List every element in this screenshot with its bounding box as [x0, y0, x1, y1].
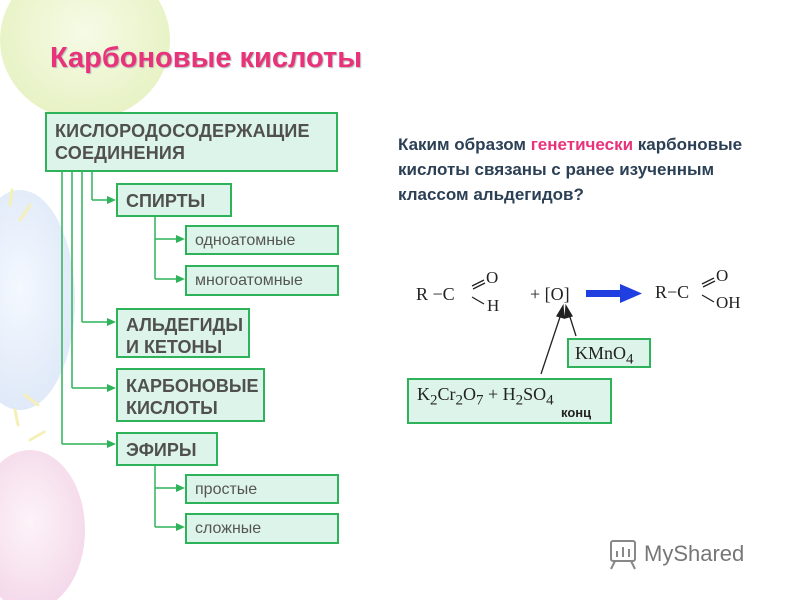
reactant-r-c: R −C [416, 284, 455, 304]
balloon-shape [0, 450, 85, 600]
tree-node-carboxylic-acids: КАРБОНОВЫЕ КИСЛОТЫ [116, 368, 265, 422]
reactant-hydrogen: H [487, 296, 500, 315]
balloon-shape [0, 0, 170, 120]
concentrated-note: конц [561, 405, 592, 420]
reagent-dichromate: K2Cr2O7 + H2SO4 конц [407, 378, 612, 424]
tree-node-polyhydric: многоатомные [185, 265, 339, 296]
tree-node-monohydric: одноатомные [185, 225, 339, 255]
question-text: Каким образом генетически карбоновые кис… [398, 135, 743, 204]
tree-node-aldehydes-ketones: АЛЬДЕГИДЫ И КЕТОНЫ [116, 308, 250, 358]
myshared-logo-text: MyShared [644, 541, 745, 566]
tree-node-alcohols: СПИРТЫ [116, 183, 232, 217]
balloon-shape [0, 190, 75, 410]
product-r-c: R−C [655, 282, 690, 302]
oxidant-o: + [O] [530, 284, 570, 304]
product-oh: OH [716, 293, 741, 312]
tree-node-simple: простые [185, 474, 339, 504]
reagent-kmno4: KMnO4 [567, 338, 651, 368]
reactant-oxygen: O [486, 268, 499, 287]
tree-node-complex: сложные [185, 513, 339, 544]
page-title: Карбоновые кислоты [50, 42, 363, 74]
reaction-arrow [586, 284, 642, 303]
tree-root-oxygen-compounds: КИСЛОРОДОСОДЕРЖАЩИЕ СОЕДИНЕНИЯ [45, 112, 338, 172]
tree-node-ethers: ЭФИРЫ [116, 432, 218, 466]
product-oxygen: O [716, 266, 729, 285]
